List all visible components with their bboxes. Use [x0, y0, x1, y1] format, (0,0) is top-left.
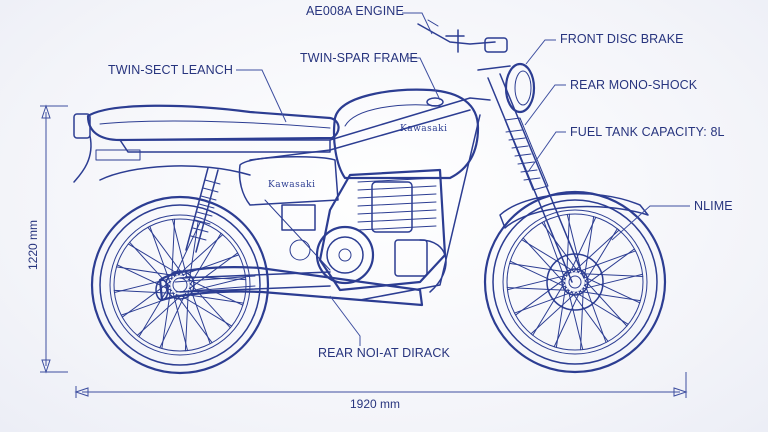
- label-engine: AE008A ENGINE: [306, 4, 404, 18]
- headlight: [477, 62, 536, 114]
- spoke: [543, 221, 566, 281]
- spoke: [147, 226, 185, 277]
- dimension-height: 1220 mm: [26, 219, 40, 270]
- rear-shock: [185, 167, 221, 253]
- spoke: [188, 252, 239, 290]
- label-seat: TWIN-SECT LEANCH: [108, 63, 233, 77]
- handlebar: [417, 19, 508, 53]
- swingarm: [179, 271, 331, 293]
- spoke: [173, 221, 201, 278]
- spoke: [136, 294, 183, 336]
- spoke: [584, 283, 607, 343]
- frame: [249, 97, 491, 301]
- side-cover: Kawasaki: [238, 155, 339, 206]
- front-fork: [487, 73, 649, 283]
- side-cover-brand-text: Kawasaki: [268, 180, 315, 190]
- label-nlime: NLIME: [694, 199, 733, 213]
- spoke: [576, 250, 636, 273]
- spoke: [580, 287, 584, 351]
- front-wheel: [483, 190, 667, 374]
- spoke: [570, 290, 609, 342]
- spoke: [541, 222, 580, 274]
- spoke: [532, 281, 566, 336]
- spoke: [186, 276, 247, 293]
- dimension-length: 1920 mm: [350, 397, 401, 411]
- label-rear-shock: REAR MONO-SHOCK: [570, 78, 698, 92]
- spoke: [127, 243, 181, 276]
- spoke: [172, 291, 189, 352]
- spoke: [584, 279, 628, 327]
- spoke: [514, 291, 574, 314]
- spoke: [116, 264, 173, 292]
- spoke: [567, 288, 584, 351]
- spoke: [580, 273, 644, 277]
- tank-brand-text: Kawasaki: [400, 124, 447, 134]
- label-rear-rack: REAR NOI-AT DIRACK: [318, 346, 450, 360]
- spoke: [113, 289, 175, 294]
- seat: [86, 104, 340, 153]
- spoke: [179, 294, 233, 327]
- spoke: [159, 292, 187, 349]
- spoke: [171, 218, 188, 279]
- spoke: [149, 225, 171, 284]
- spoke: [515, 277, 567, 316]
- spoke: [181, 254, 240, 276]
- spoke: [553, 289, 582, 348]
- spoke: [566, 213, 583, 276]
- label-frame: TWIN-SPAR FRAME: [300, 51, 418, 65]
- spoke: [138, 284, 171, 338]
- spoke: [175, 293, 213, 344]
- spoke: [522, 237, 566, 285]
- spoke: [583, 248, 635, 287]
- spoke: [171, 218, 176, 280]
- spoke: [509, 262, 572, 274]
- dimension-lines: [40, 104, 688, 398]
- tail-section: [73, 113, 251, 183]
- spoke: [184, 290, 189, 352]
- spoke: [183, 293, 244, 304]
- spoke: [578, 290, 641, 302]
- spoke: [574, 291, 629, 325]
- spoke: [509, 260, 568, 289]
- spoke: [582, 275, 641, 304]
- spoke: [121, 280, 172, 318]
- spoke: [555, 285, 567, 348]
- spoke: [566, 213, 570, 277]
- spoke: [530, 291, 578, 335]
- engine: [281, 168, 447, 292]
- spoke: [177, 234, 224, 276]
- spoke: [583, 216, 595, 279]
- spoke: [572, 229, 620, 273]
- rear-wheel: [90, 195, 270, 375]
- label-fuel-tank: FUEL TANK CAPACITY: 8L: [570, 125, 725, 139]
- spoke: [116, 266, 177, 277]
- spoke: [506, 274, 569, 291]
- spoke: [189, 286, 211, 345]
- spoke: [506, 287, 570, 291]
- leader-lines: [236, 12, 690, 346]
- label-front-brake: FRONT DISC BRAKE: [560, 32, 684, 46]
- spoke: [568, 216, 597, 275]
- spoke: [581, 273, 644, 290]
- spoke: [584, 228, 618, 283]
- spoke: [189, 232, 222, 286]
- fuel-tank: Kawasaki: [332, 88, 480, 180]
